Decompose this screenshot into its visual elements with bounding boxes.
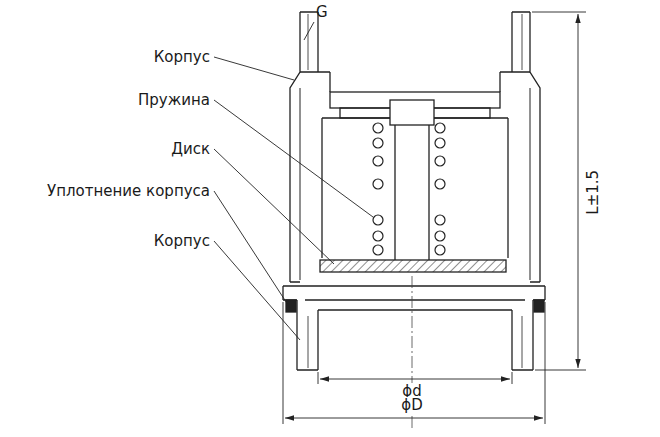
part-label: Корпус <box>154 233 210 250</box>
dimension-label: ϕD <box>398 397 425 414</box>
part-label: Корпус <box>154 49 210 66</box>
thread-label: G <box>316 4 328 21</box>
dimension-lines <box>283 12 586 424</box>
part-label: Пружина <box>138 92 210 109</box>
dimension-label: L±1.5 <box>585 170 602 215</box>
valve-body <box>283 12 545 370</box>
leader-lines <box>214 22 373 340</box>
part-label: Диск <box>171 141 210 158</box>
disc <box>320 260 506 272</box>
spring <box>373 123 445 255</box>
part-label: Уплотнение корпуса <box>47 183 210 200</box>
